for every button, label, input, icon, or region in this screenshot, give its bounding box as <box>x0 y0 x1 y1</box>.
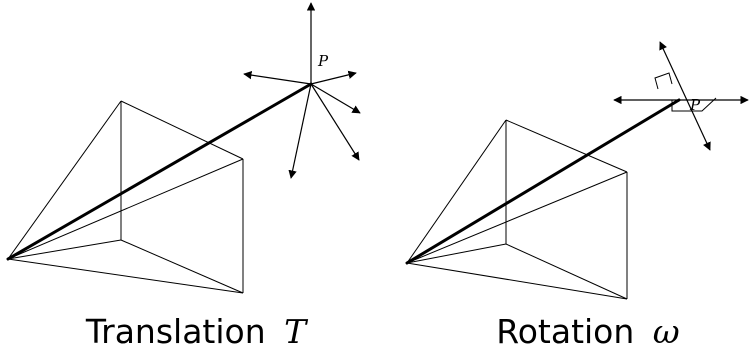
left-point-label: P <box>317 52 329 70</box>
right-viewing-ray <box>405 98 681 265</box>
left-frustum <box>7 100 244 294</box>
right-frustum <box>406 119 628 300</box>
translation-panel: P Translation T <box>6 2 361 351</box>
rotation-caption-word: Rotation <box>496 312 634 351</box>
rotation-caption: Rotation ω <box>496 312 679 351</box>
translation-caption: Translation T <box>85 312 309 351</box>
rotation-arrows <box>613 41 749 151</box>
translation-caption-word: Translation <box>85 312 266 351</box>
left-translation-arrows <box>243 2 361 179</box>
right-angle-markers <box>654 72 717 112</box>
left-viewing-ray <box>6 82 313 261</box>
rotation-caption-symbol: ω <box>653 312 680 351</box>
rotation-panel: P Rotation ω <box>405 41 749 351</box>
right-point-label: P <box>689 96 701 114</box>
translation-caption-symbol: T <box>284 312 309 351</box>
